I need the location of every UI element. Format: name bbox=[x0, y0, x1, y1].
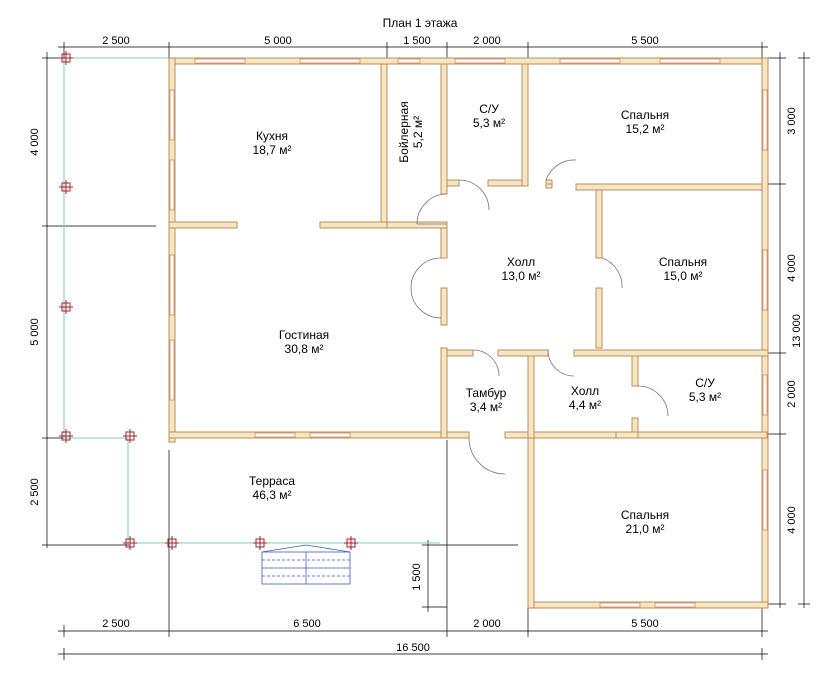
dim-top-1: 2 500 bbox=[102, 35, 130, 47]
dim-bottom-1: 2 500 bbox=[102, 618, 130, 630]
dim-total-height: 13 000 bbox=[791, 314, 803, 348]
dim-right-2: 4 000 bbox=[786, 254, 798, 282]
windows bbox=[169, 58, 768, 608]
room-vestibule-area: 3,4 м² bbox=[470, 400, 502, 414]
dim-right-4: 4 000 bbox=[786, 506, 798, 534]
dim-top-5: 5 500 bbox=[631, 35, 659, 47]
room-terrace-area: 46,3 м² bbox=[253, 488, 292, 502]
room-bedroom1-area: 15,2 м² bbox=[626, 122, 665, 136]
stair-dimension: 1 500 bbox=[411, 540, 518, 612]
room-bath1-name: С/У bbox=[479, 102, 499, 116]
room-living-name: Гостиная bbox=[279, 328, 329, 342]
bottom-dimensions: 2 500 6 500 2 000 5 500 16 500 bbox=[58, 440, 768, 660]
dim-right-3: 2 000 bbox=[786, 380, 798, 408]
right-dimensions: 3 000 4 000 2 000 4 000 13 000 bbox=[768, 52, 810, 608]
dim-bottom-3: 2 000 bbox=[473, 618, 501, 630]
top-dimensions: 2 500 5 000 1 500 2 000 5 500 bbox=[58, 35, 768, 58]
dim-left-3: 2 500 bbox=[29, 478, 41, 506]
dim-bottom-2: 6 500 bbox=[293, 618, 321, 630]
room-kitchen-name: Кухня bbox=[256, 129, 288, 143]
room-hall2-area: 4,4 м² bbox=[569, 398, 601, 412]
dim-right-1: 3 000 bbox=[786, 107, 798, 135]
room-bedroom1-name: Спальня bbox=[621, 108, 669, 122]
room-hall1-name: Холл bbox=[507, 255, 535, 269]
room-living-area: 30,8 м² bbox=[285, 342, 324, 356]
room-bath2-area: 5,3 м² bbox=[689, 390, 721, 404]
room-bedroom3-name: Спальня bbox=[621, 508, 669, 522]
room-bath1-area: 5,3 м² bbox=[473, 116, 505, 130]
dim-top-3: 1 500 bbox=[403, 35, 431, 47]
room-bedroom2-area: 15,0 м² bbox=[664, 269, 703, 283]
left-dimensions: 4 000 5 000 2 500 bbox=[29, 52, 156, 548]
room-vestibule-name: Тамбур bbox=[466, 386, 507, 400]
dim-total-width: 16 500 bbox=[396, 642, 430, 654]
room-hall1-area: 13,0 м² bbox=[502, 269, 541, 283]
columns bbox=[59, 51, 358, 550]
doors bbox=[410, 159, 669, 475]
plan-title: План 1 этажа bbox=[383, 16, 458, 30]
room-hall2-name: Холл bbox=[571, 384, 599, 398]
room-boiler-name: Бойлерная bbox=[397, 101, 411, 162]
room-labels: Кухня 18,7 м² Бойлерная 5,2 м² С/У 5,3 м… bbox=[249, 101, 721, 536]
dim-left-2: 5 000 bbox=[29, 318, 41, 346]
dim-bottom-4: 5 500 bbox=[631, 618, 659, 630]
dim-top-2: 5 000 bbox=[264, 35, 292, 47]
room-boiler-area: 5,2 м² bbox=[411, 116, 425, 148]
terrace-outline bbox=[63, 57, 440, 544]
stairs bbox=[261, 544, 351, 585]
room-bedroom2-name: Спальня bbox=[659, 255, 707, 269]
dim-stair: 1 500 bbox=[411, 563, 423, 591]
room-terrace-name: Терраса bbox=[249, 474, 295, 488]
room-bath2-name: С/У bbox=[695, 376, 715, 390]
room-bedroom3-area: 21,0 м² bbox=[626, 522, 665, 536]
room-kitchen-area: 18,7 м² bbox=[253, 143, 292, 157]
dim-left-1: 4 000 bbox=[29, 128, 41, 156]
dim-top-4: 2 000 bbox=[473, 35, 501, 47]
